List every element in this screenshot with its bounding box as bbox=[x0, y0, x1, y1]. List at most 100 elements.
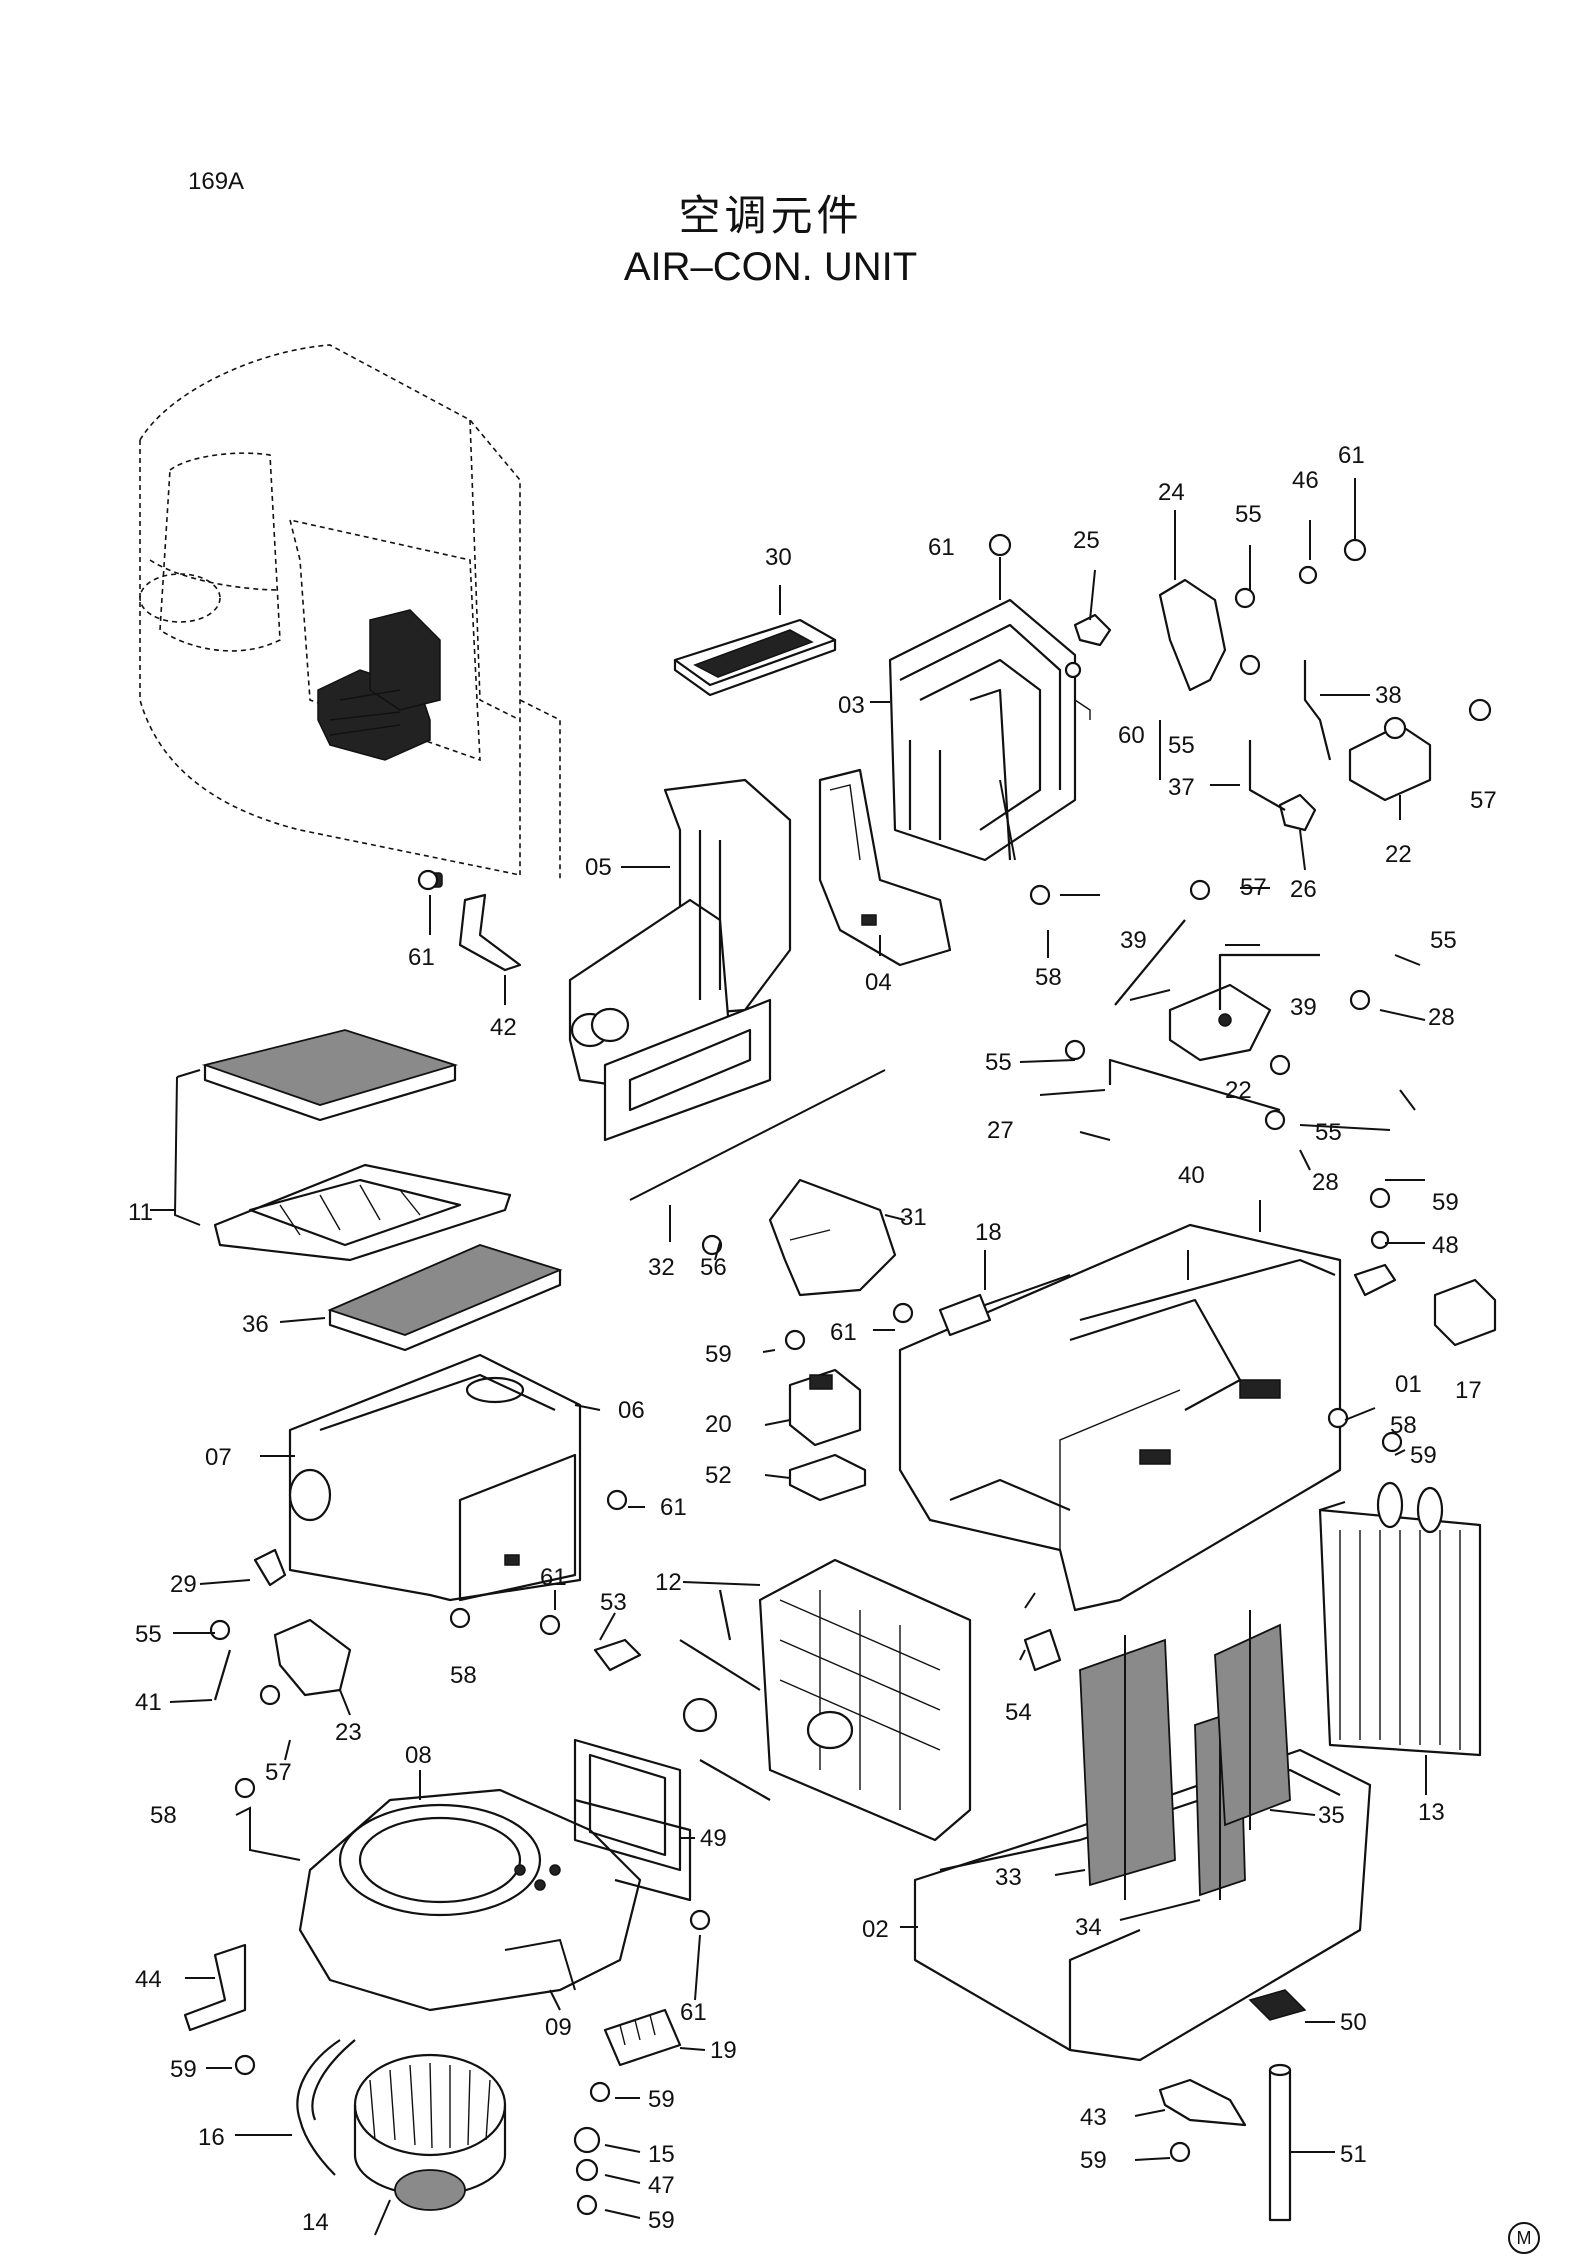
callout-61a: 61 bbox=[928, 534, 955, 561]
callout-40: 40 bbox=[1178, 1162, 1205, 1189]
callout-33: 33 bbox=[995, 1864, 1022, 1891]
part-42-bracket bbox=[427, 872, 522, 972]
part-30-filter bbox=[673, 618, 837, 697]
callout-49: 49 bbox=[700, 1825, 727, 1852]
callout-06: 06 bbox=[618, 1397, 645, 1424]
maker-mark: M bbox=[1508, 2222, 1540, 2254]
callout-05: 05 bbox=[585, 854, 612, 881]
part-35-door bbox=[1214, 1610, 1291, 1830]
callout-61c: 61 bbox=[408, 944, 435, 971]
part-23-clip bbox=[273, 1618, 352, 1697]
callout-50: 50 bbox=[1340, 2009, 1367, 2036]
part-25-lever bbox=[1073, 613, 1112, 647]
callout-01: 01 bbox=[1395, 1371, 1422, 1398]
callout-61b: 61 bbox=[1338, 442, 1365, 469]
callout-21: 22 bbox=[1385, 841, 1412, 868]
title-english: AIR–CON. UNIT bbox=[623, 245, 918, 289]
callout-59c: 59 bbox=[1410, 1442, 1437, 1469]
callout-15: 15 bbox=[648, 2141, 675, 2168]
part-12-evaporator bbox=[679, 1558, 972, 1842]
part-29-clip bbox=[253, 1548, 287, 1587]
part-07-housing bbox=[288, 1353, 582, 1602]
part-50-pad bbox=[1248, 1989, 1307, 2021]
callout-labels: 30 03 61 25 24 55 46 61 60 55 38 57 37 2… bbox=[128, 442, 1497, 2236]
callout-12: 12 bbox=[655, 1569, 682, 1596]
part-01-main-case bbox=[898, 1223, 1342, 1612]
callout-55c: 55 bbox=[1430, 927, 1457, 954]
callout-55d: 55 bbox=[985, 1049, 1012, 1076]
callout-11: 11 bbox=[128, 1199, 153, 1226]
part-32-shaft bbox=[603, 998, 886, 1201]
callout-20: 20 bbox=[705, 1411, 732, 1438]
part-31-door bbox=[768, 1178, 897, 1297]
callout-55a: 55 bbox=[1235, 501, 1262, 528]
callout-57a: 57 bbox=[1470, 787, 1497, 814]
part-43-bracket bbox=[1158, 2078, 1247, 2127]
callout-09: 09 bbox=[545, 2014, 572, 2041]
callout-61e: 61 bbox=[660, 1494, 687, 1521]
part-14-blower-fan bbox=[353, 2053, 507, 2211]
callout-13: 13 bbox=[1418, 1799, 1445, 1826]
callout-31: 31 bbox=[900, 1204, 927, 1231]
page-code: 169A bbox=[188, 168, 245, 195]
callout-51: 51 bbox=[1340, 2141, 1367, 2168]
callout-57b: 57 bbox=[1240, 874, 1267, 901]
callout-19: 19 bbox=[710, 2037, 737, 2064]
part-26-lever bbox=[1278, 793, 1317, 832]
part-13-heater-core bbox=[1318, 1481, 1482, 1757]
callout-04: 04 bbox=[865, 969, 892, 996]
callout-59a: 59 bbox=[1432, 1189, 1459, 1216]
part-33-door bbox=[1079, 1635, 1176, 1900]
part-17-relay bbox=[1353, 1263, 1497, 1347]
callout-29: 29 bbox=[170, 1571, 197, 1598]
callout-35: 35 bbox=[1318, 1802, 1345, 1829]
part-51-drain-hose bbox=[1268, 2063, 1292, 2222]
callout-59d: 59 bbox=[170, 2056, 197, 2083]
callout-30: 30 bbox=[765, 544, 792, 571]
callout-58a: 58 bbox=[1035, 964, 1062, 991]
callout-27: 27 bbox=[987, 1117, 1014, 1144]
part-21-switch bbox=[1348, 716, 1432, 802]
callout-59e: 59 bbox=[648, 2086, 675, 2113]
callout-42: 42 bbox=[490, 1014, 517, 1041]
callout-58c: 58 bbox=[450, 1662, 477, 1689]
callout-03: 03 bbox=[838, 692, 865, 719]
callout-16: 16 bbox=[198, 2124, 225, 2151]
callout-55b: 55 bbox=[1168, 732, 1195, 759]
callout-55f: 55 bbox=[135, 1621, 162, 1648]
callout-60: 60 bbox=[1118, 722, 1145, 749]
callout-59f: 59 bbox=[1080, 2147, 1107, 2174]
callout-47: 47 bbox=[648, 2172, 675, 2199]
callout-48: 48 bbox=[1432, 1232, 1459, 1259]
leader-lines bbox=[150, 478, 1427, 2236]
callout-54: 54 bbox=[1005, 1699, 1032, 1726]
part-11-filter-tray bbox=[201, 1029, 512, 1262]
callout-25: 25 bbox=[1073, 527, 1100, 554]
callout-59b: 59 bbox=[705, 1341, 732, 1368]
callout-56: 56 bbox=[700, 1254, 727, 1281]
callout-14: 14 bbox=[302, 2209, 329, 2236]
control-rods bbox=[213, 660, 1332, 1701]
part-03-upper-case bbox=[888, 598, 1091, 862]
callout-43: 43 bbox=[1080, 2104, 1107, 2131]
callout-46: 46 bbox=[1292, 467, 1319, 494]
callout-57c: 57 bbox=[265, 1759, 292, 1786]
callout-07: 07 bbox=[205, 1444, 232, 1471]
part-08-fan-case bbox=[298, 1788, 692, 2012]
callout-23: 23 bbox=[335, 1719, 362, 1746]
callout-32: 32 bbox=[648, 1254, 675, 1281]
callout-44: 44 bbox=[135, 1966, 162, 1993]
fasteners bbox=[209, 533, 1492, 2216]
callout-52: 52 bbox=[705, 1462, 732, 1489]
part-16-hose bbox=[296, 2039, 356, 2176]
excavator-cab-illustration bbox=[139, 344, 561, 880]
part-19-resistor bbox=[603, 2008, 682, 2067]
callout-39b: 39 bbox=[1290, 994, 1317, 1021]
part-36-filter bbox=[327, 1244, 563, 1352]
callout-39a: 39 bbox=[1120, 927, 1147, 954]
part-20-relay bbox=[788, 1368, 867, 1502]
part-24-lever bbox=[1158, 578, 1227, 692]
part-54-connector bbox=[1023, 1628, 1062, 1672]
part-44-bracket bbox=[183, 1943, 247, 2032]
